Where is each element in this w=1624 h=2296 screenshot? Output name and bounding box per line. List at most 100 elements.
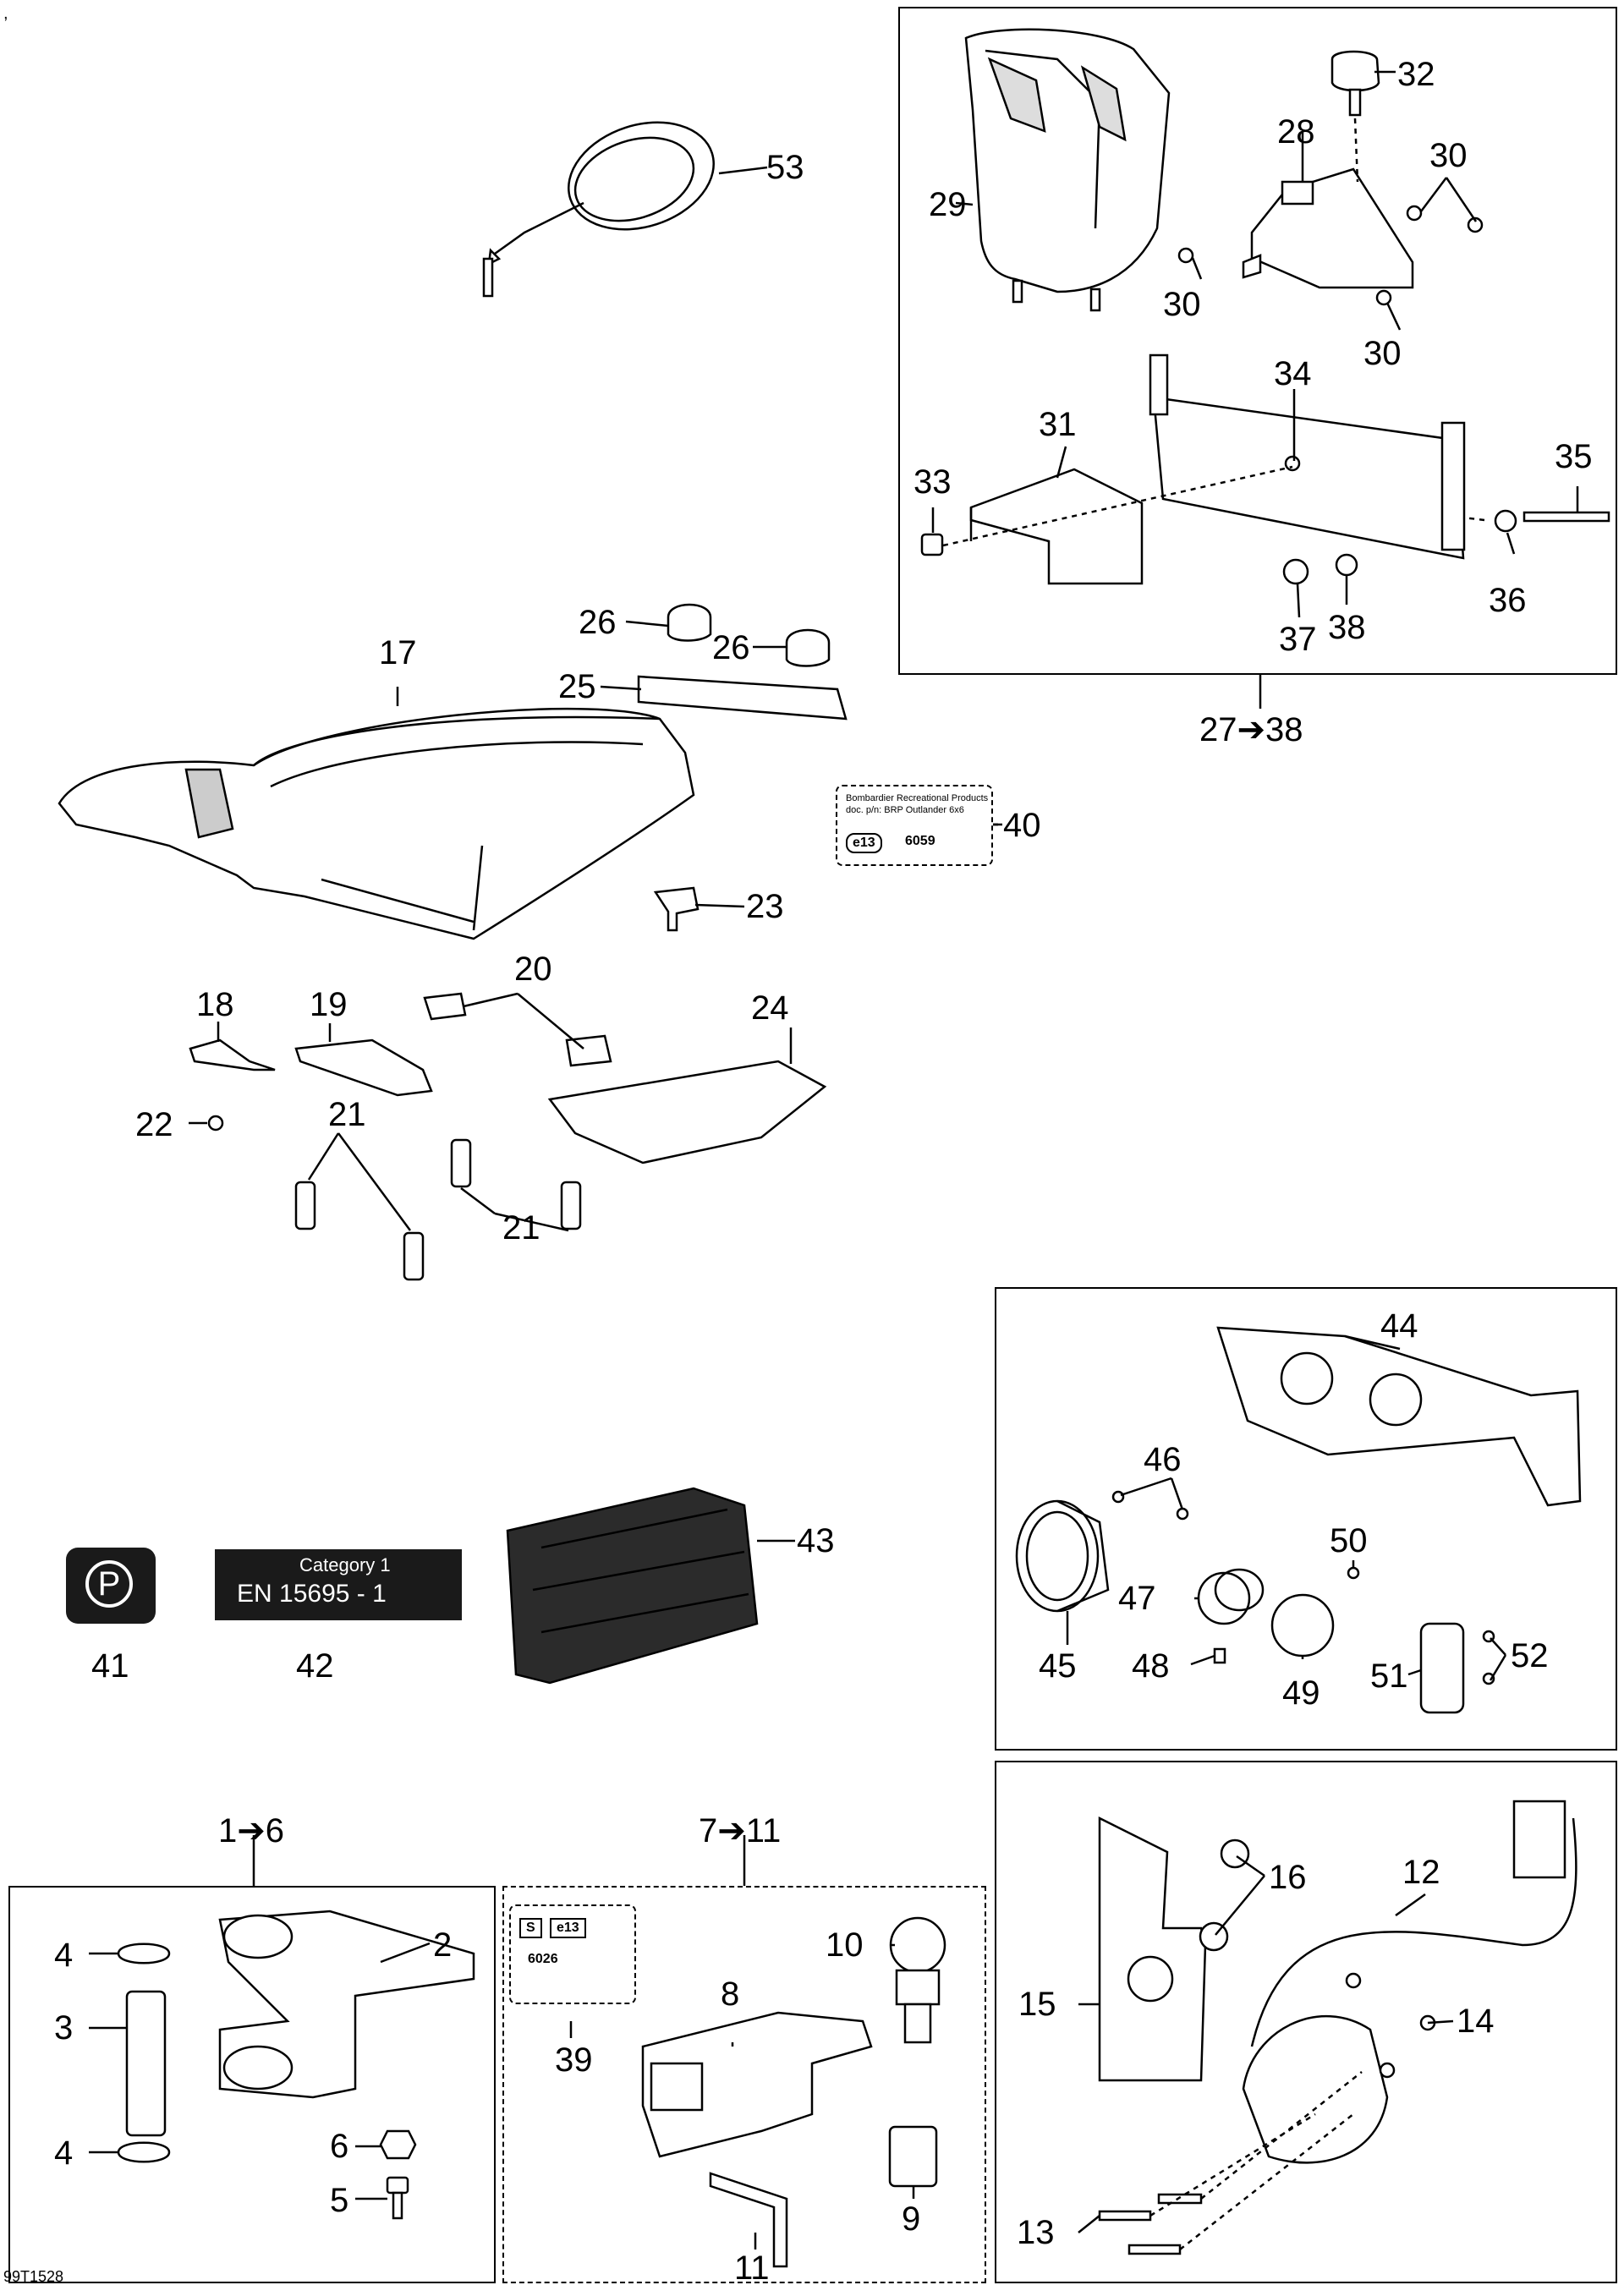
callout-31: 31 <box>1039 406 1077 443</box>
callout-19: 19 <box>310 986 348 1023</box>
callout-21-a: 21 <box>328 1096 366 1133</box>
decal-40-number: 6059 <box>905 834 935 848</box>
plate-34 <box>1149 353 1466 560</box>
callout-11: 11 <box>734 2249 770 2287</box>
group-label-1-6: 1➔6 <box>218 1812 285 1849</box>
group-box-27-38 <box>898 7 1617 675</box>
callout-48: 48 <box>1132 1647 1170 1685</box>
callout-43: 43 <box>797 1522 835 1559</box>
bracket-28 <box>1242 167 1414 289</box>
connector-12 <box>1512 1800 1566 1879</box>
spacer-37 <box>1282 558 1309 585</box>
bracket-31 <box>969 468 1144 585</box>
group-label-7-11: 7➔11 <box>699 1812 782 1849</box>
callout-36: 36 <box>1489 582 1527 619</box>
harness-12 <box>1250 1817 1577 2047</box>
callout-13: 13 <box>1017 2214 1055 2251</box>
callout-18: 18 <box>196 986 234 1023</box>
hitch-2 <box>218 1910 475 2099</box>
parking-icon: P <box>85 1560 133 1608</box>
callout-44: 44 <box>1380 1307 1418 1345</box>
callout-21-b: 21 <box>502 1209 540 1247</box>
lens-49 <box>1270 1593 1335 1658</box>
group-box-7-11 <box>502 1886 986 2283</box>
nut-38 <box>1335 553 1358 577</box>
callout-17: 17 <box>379 634 417 671</box>
socket-12 <box>1242 2014 1389 2164</box>
callout-37: 37 <box>1279 621 1317 658</box>
callout-23: 23 <box>746 888 784 925</box>
mirror-53 <box>482 121 715 298</box>
callout-24: 24 <box>751 989 789 1027</box>
bracket-25 <box>637 675 848 721</box>
callout-35: 35 <box>1555 438 1593 475</box>
callout-40: 40 <box>1003 807 1041 844</box>
callout-42: 42 <box>296 1647 334 1685</box>
screw-13 <box>1098 2210 1152 2222</box>
drawing-code: 99T1528 <box>3 2268 64 2285</box>
callout-51: 51 <box>1370 1658 1408 1695</box>
post-21a <box>294 1181 316 1230</box>
callout-4-b: 4 <box>54 2134 74 2172</box>
decal-42-line1: Category 1 <box>299 1554 391 1575</box>
callout-25: 25 <box>558 668 596 705</box>
callout-45: 45 <box>1039 1647 1077 1685</box>
decal-9 <box>888 2125 938 2188</box>
callout-5: 5 <box>330 2182 349 2219</box>
callout-47: 47 <box>1118 1580 1156 1617</box>
callout-10: 10 <box>826 1926 864 1964</box>
callout-26-a: 26 <box>579 604 617 641</box>
clip-4a <box>117 1943 171 1964</box>
callout-30-a: 30 <box>1429 137 1468 174</box>
bumper-26b <box>785 628 831 667</box>
decal-41: P <box>66 1548 156 1624</box>
group-box-12-16 <box>995 1761 1617 2283</box>
cargo-net-43 <box>506 1487 759 1685</box>
callout-53: 53 <box>766 149 804 186</box>
callout-9: 9 <box>902 2200 921 2238</box>
callout-4-a: 4 <box>54 1937 74 1974</box>
lamp-47 <box>1197 1568 1265 1625</box>
reflector-51 <box>1419 1622 1465 1714</box>
callout-22: 22 <box>135 1106 173 1143</box>
receiver-8 <box>641 2011 873 2158</box>
decal-40-line2: doc. p/n: BRP Outlander 6x6 <box>846 805 964 815</box>
callout-26-b: 26 <box>712 629 750 666</box>
decal-42: Category 1 EN 15695 - 1 <box>215 1549 462 1620</box>
lamp-45 <box>1015 1499 1110 1613</box>
ball-10 <box>889 1916 946 2044</box>
callout-8: 8 <box>721 1975 740 2013</box>
callout-39: 39 <box>555 2041 593 2079</box>
callout-38: 38 <box>1328 609 1366 646</box>
callout-20: 20 <box>514 951 552 988</box>
callout-50: 50 <box>1330 1522 1368 1559</box>
decal-40: Bombardier Recreational Products doc. p/… <box>836 785 993 866</box>
washer-36 <box>1494 509 1517 533</box>
decal-40-cert: e13 <box>846 833 882 853</box>
group-label-27-38: 27➔38 <box>1199 711 1303 748</box>
pin-11 <box>709 2172 788 2268</box>
bolt-5-head <box>386 2176 409 2195</box>
callout-30-b: 30 <box>1163 286 1201 323</box>
post-21c <box>450 1138 472 1188</box>
decal-42-line2: EN 15695 - 1 <box>237 1580 387 1608</box>
callout-46: 46 <box>1144 1441 1182 1478</box>
bracket-20a <box>423 992 467 1021</box>
callout-16: 16 <box>1269 1859 1307 1896</box>
clip-23 <box>653 886 700 932</box>
decal-39-cert: e13 <box>550 1918 586 1938</box>
callout-3: 3 <box>54 2009 74 2047</box>
group-box-1-6 <box>8 1886 496 2283</box>
decal-39: S e13 6026 <box>509 1904 636 2004</box>
decal-39-number: 6026 <box>528 1952 558 1966</box>
callout-52: 52 <box>1511 1637 1549 1674</box>
bolt-35 <box>1522 511 1610 523</box>
bumper-26a <box>667 603 712 642</box>
callout-32: 32 <box>1397 56 1435 93</box>
callout-14: 14 <box>1457 2003 1495 2040</box>
decal-39-s: S <box>519 1918 542 1938</box>
callout-2: 2 <box>433 1926 453 1964</box>
callout-30-c: 30 <box>1363 335 1402 372</box>
callout-28: 28 <box>1277 113 1315 151</box>
